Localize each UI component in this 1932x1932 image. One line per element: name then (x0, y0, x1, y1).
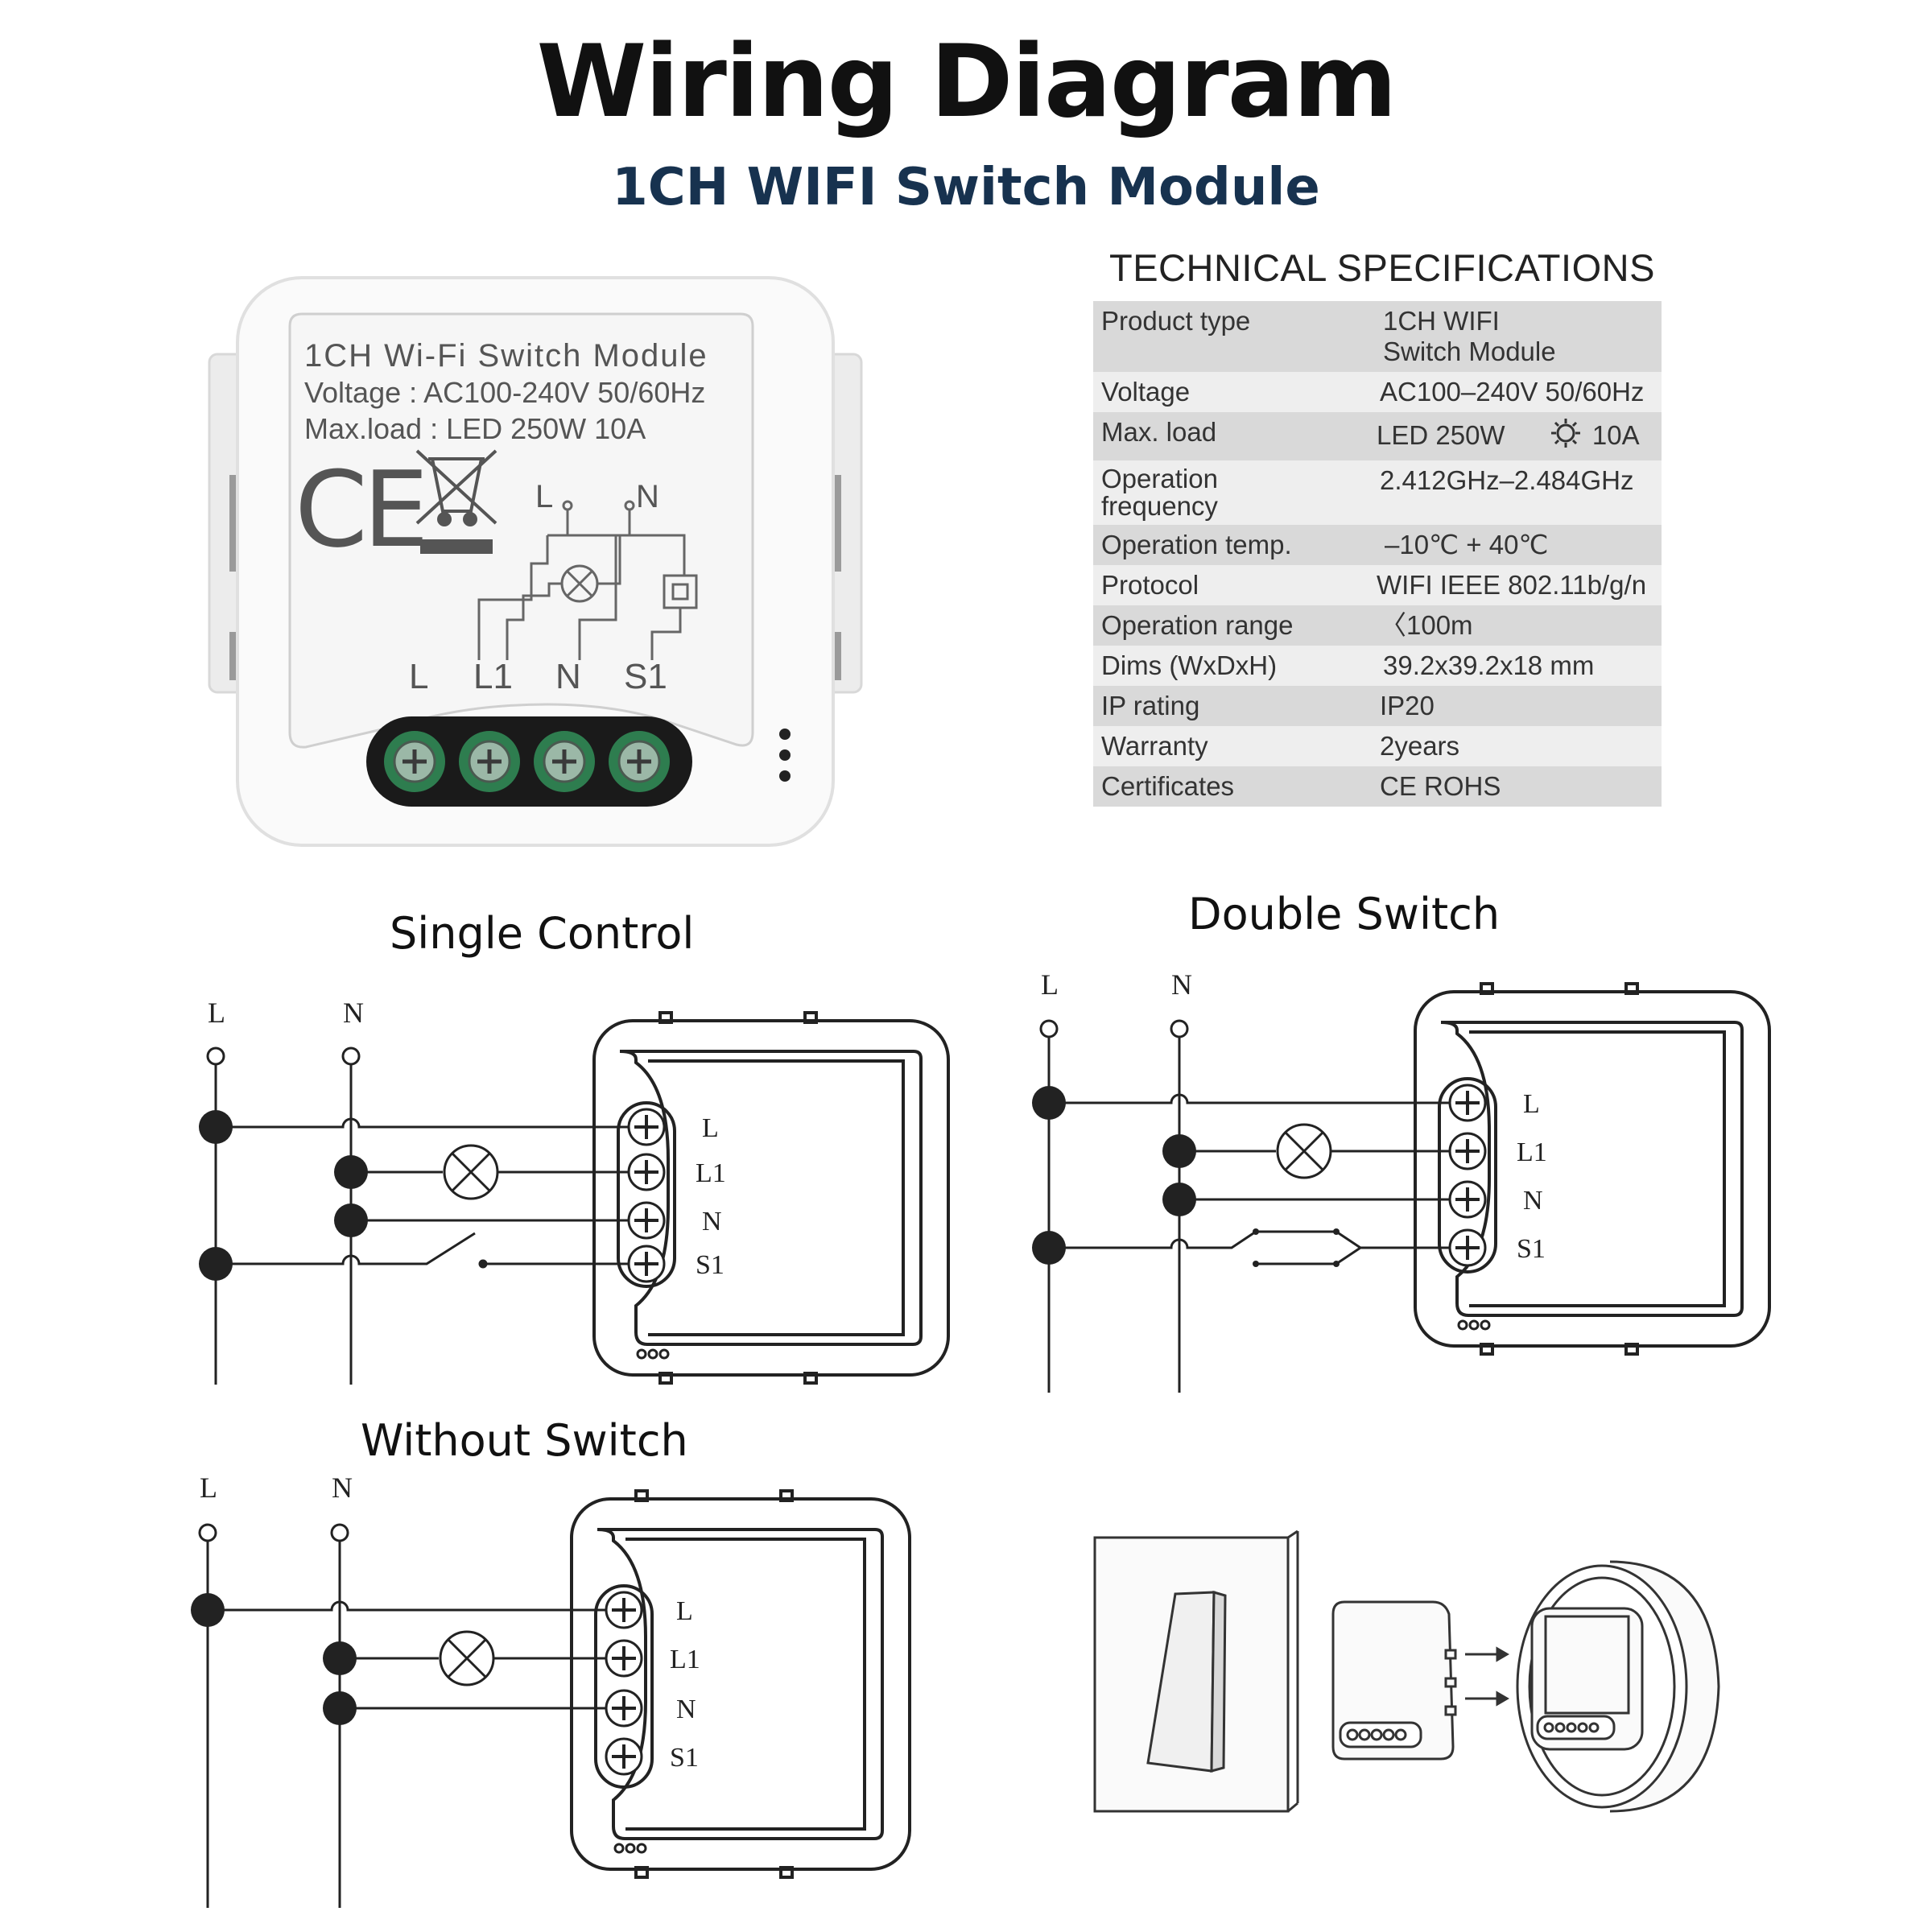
product-terminal-label-s1: S1 (624, 657, 667, 696)
specs-heading: TECHNICAL SPECIFICATIONS (1109, 246, 1655, 289)
spec-key: Protocol (1093, 565, 1351, 605)
spec-key: Max. load (1093, 412, 1351, 460)
spec-key: Operation range (1093, 605, 1351, 646)
product-terminal-label-n: N (555, 657, 581, 696)
double-line-l-label: L (1041, 968, 1059, 1001)
specs-row: IP rating IP20 (1093, 686, 1662, 726)
product-label-line2: Voltage : AC100-240V 50/60Hz (304, 376, 705, 409)
double-terminal-s1: S1 (1517, 1234, 1546, 1264)
without-line-l-label: L (200, 1472, 217, 1504)
ce-mark: CE (295, 448, 424, 571)
specs-row: Operation range 〈100m (1093, 605, 1662, 646)
single-terminal-l: L (702, 1113, 719, 1143)
double-terminal-n: N (1523, 1186, 1543, 1216)
arrow-icons (1465, 1646, 1509, 1707)
single-terminal-l1: L1 (696, 1158, 726, 1188)
specs-row: Dims (WxDxH) 39.2x39.2x18 mm (1093, 646, 1662, 686)
single-control-title: Single Control (390, 908, 695, 959)
spec-value: 〈100m (1351, 605, 1662, 646)
spec-value: WIFI IEEE 802.11b/g/n (1351, 565, 1662, 605)
without-switch-diagram: L N L L1 N S1 (191, 1472, 911, 1908)
spec-value: 2.412GHz–2.484GHz (1351, 460, 1662, 525)
wall-box-icon (1516, 1560, 1720, 1813)
label-diagram-l: L (535, 479, 553, 514)
spec-key: Operation temp. (1093, 525, 1351, 565)
spec-value: AC100–240V 50/60Hz (1351, 372, 1662, 412)
weee-bin-icon (415, 449, 497, 554)
product-label-line3: Max.load : LED 250W 10A (304, 412, 646, 445)
double-terminal-l: L (1523, 1089, 1540, 1119)
double-switch-diagram: L N L L1 N (1032, 968, 1771, 1393)
product-label-line1: 1CH Wi-Fi Switch Module (304, 338, 708, 374)
spec-key: Voltage (1093, 372, 1351, 412)
single-line-l-label: L (208, 997, 225, 1029)
double-line-n-label: N (1171, 968, 1192, 1001)
without-terminal-n: N (676, 1695, 696, 1724)
indicator-dots (779, 729, 791, 782)
without-terminal-l: L (676, 1596, 693, 1626)
label-wiring-sketch: L N (477, 479, 698, 660)
specs-row: Max. load LED 250W 10A (1093, 412, 1662, 460)
spec-key: Certificates (1093, 766, 1351, 807)
spec-value: –10℃ + 40℃ (1351, 525, 1662, 565)
spec-value: 2years (1351, 726, 1662, 766)
specs-row: Warranty 2years (1093, 726, 1662, 766)
single-line-n-label: N (343, 997, 364, 1029)
installation-illustration (1093, 1530, 1720, 1813)
product-terminal-label-l: L (409, 657, 428, 696)
module-small-icon (1331, 1600, 1457, 1761)
double-switch-title: Double Switch (1188, 889, 1501, 939)
specs-row: Certificates CE ROHS (1093, 766, 1662, 807)
without-terminal-s1: S1 (670, 1743, 699, 1773)
without-switch-title: Without Switch (361, 1415, 688, 1466)
bulb-icon (1550, 417, 1582, 456)
label-diagram-n: N (636, 479, 659, 514)
spec-value-text: LED 250W (1377, 420, 1505, 450)
spec-key: Warranty (1093, 726, 1351, 766)
terminal-block (366, 716, 692, 807)
spec-key: IP rating (1093, 686, 1351, 726)
spec-key: Dims (WxDxH) (1093, 646, 1351, 686)
without-line-n-label: N (332, 1472, 353, 1504)
single-control-diagram: L N (199, 997, 950, 1385)
specs-row: Voltage AC100–240V 50/60Hz (1093, 372, 1662, 412)
wall-switch-icon (1093, 1530, 1299, 1813)
double-terminal-l1: L1 (1517, 1137, 1547, 1167)
page-title: Wiring Diagram (536, 24, 1397, 140)
page-subtitle: 1CH WIFI Switch Module (612, 158, 1320, 217)
product-module-illustration: 1CH Wi-Fi Switch Module Voltage : AC100-… (208, 276, 863, 847)
specs-row: Protocol WIFI IEEE 802.11b/g/n (1093, 565, 1662, 605)
spec-value-extra: 10A (1591, 420, 1640, 450)
spec-value: 39.2x39.2x18 mm (1351, 646, 1662, 686)
single-terminal-n: N (702, 1207, 722, 1236)
single-terminal-s1: S1 (696, 1250, 724, 1280)
without-terminal-l1: L1 (670, 1645, 700, 1674)
terminal-screws (384, 731, 670, 792)
spec-value: IP20 (1351, 686, 1662, 726)
spec-value: LED 250W 10A (1351, 412, 1662, 460)
spec-value: CE ROHS (1351, 766, 1662, 807)
spec-key: Product type (1093, 301, 1351, 372)
specs-row: Operation temp. –10℃ + 40℃ (1093, 525, 1662, 565)
product-terminal-label-l1: L1 (473, 657, 513, 696)
